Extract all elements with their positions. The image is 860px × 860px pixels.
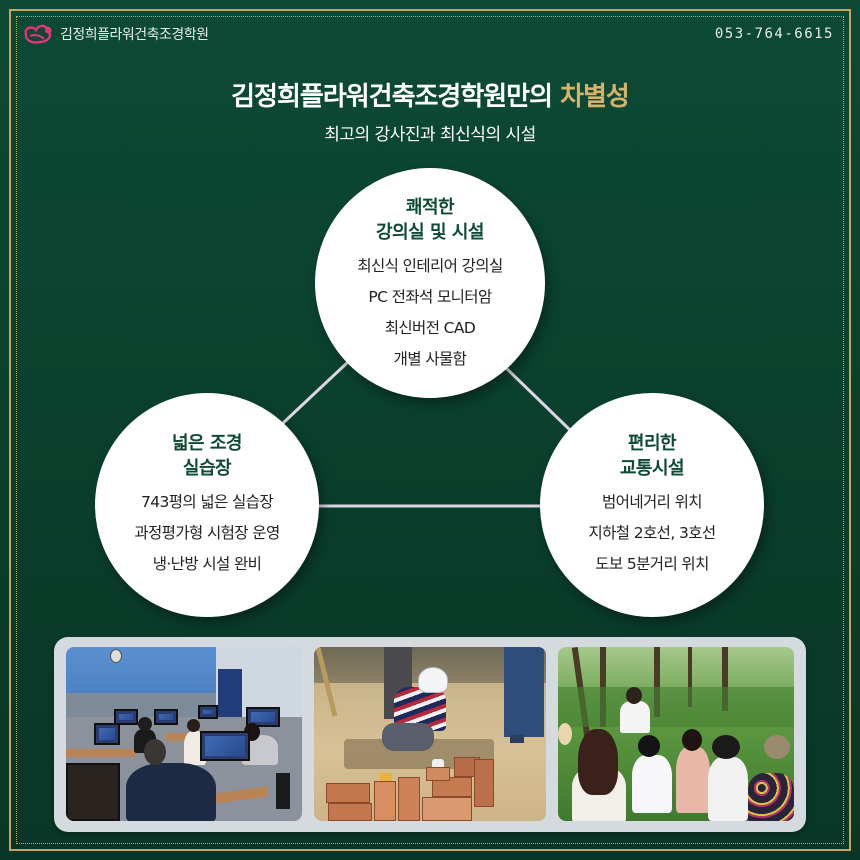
feature-items: 최신식 인테리어 강의실 PC 전좌석 모니터암 최신버전 CAD 개별 사물함 [357,251,503,375]
feature-item: 냉·난방 시설 완비 [152,554,262,573]
feature-circle-transport: 편리한 교통시설 범어네거리 위치 지하철 2호선, 3호선 도보 5분거리 위… [540,393,764,617]
feature-title: 넓은 조경 실습장 [171,431,243,481]
tree-trunk [688,647,692,707]
person-hat [764,735,790,759]
brick [422,797,472,821]
page-subtitle: 최고의 강사진과 최신식의 시설 [324,125,536,145]
clock-icon [110,649,122,663]
photo-classroom[interactable]: computer classroom with students at CAD … [66,647,302,821]
shoe [510,735,524,743]
tree-trunk [722,647,728,711]
photo-door [218,669,242,719]
feature-title-line1: 편리한 [627,432,677,454]
feature-title: 편리한 교통시설 [619,431,685,481]
person-head [626,687,642,704]
feature-item: 과정평가형 시험장 운영 [134,523,280,542]
feature-items: 범어네거리 위치 지하철 2호선, 3호선 도보 5분거리 위치 [588,487,716,580]
feature-item: 도보 5분거리 위치 [595,554,709,573]
brand-name: 김정희플라워건축조경학원 [60,27,209,43]
brick [426,767,450,781]
brand-logo[interactable]: 김정희플라워건축조경학원 [22,22,209,46]
brick [328,803,372,821]
title-main: 김정희플라워건축조경학원만의 [231,82,561,112]
photo-wall-band [66,693,216,717]
undergrowth [558,687,794,727]
monitor-icon [246,707,280,727]
person-head [712,735,740,759]
student-head [138,717,152,731]
feature-item: 743평의 넓은 실습장 [140,492,274,511]
tree-trunk [654,647,660,717]
feature-item: 개별 사물함 [393,350,467,368]
monitor-icon [198,705,218,719]
feature-title: 쾌적한 강의실 및 시설 [376,195,484,245]
feature-item: PC 전좌석 모니터암 [368,288,492,306]
feature-items: 743평의 넓은 실습장 과정평가형 시험장 운영 냉·난방 시설 완비 [134,487,280,580]
desk [66,749,136,757]
monitor-icon [114,709,138,725]
shoe [380,773,392,781]
feature-item: 범어네거리 위치 [602,492,703,511]
monitor-icon [154,709,178,725]
feature-item: 최신식 인테리어 강의실 [357,257,503,275]
phone-number: 053-764-6615 [714,26,834,42]
person [632,755,672,813]
feature-title-line1: 넓은 조경 [171,432,243,454]
person-head [682,729,702,751]
person-head [638,735,660,757]
connector-top-left [280,360,350,426]
feature-circle-classroom: 쾌적한 강의실 및 시설 최신식 인테리어 강의실 PC 전좌석 모니터암 최신… [315,168,545,398]
person-hair [578,729,618,795]
hard-hat-icon [418,667,448,693]
photo-outdoor-field-trip[interactable]: group of students outdoors in forest [558,647,794,821]
photo-gallery: computer classroom with students at CAD … [54,637,806,832]
page-title: 김정희플라워건축조경학원만의 차별성 [0,76,860,113]
feature-item: 최신버전 CAD [384,319,476,337]
person-floral-shirt [748,773,794,821]
brick [474,759,494,807]
student-head [187,719,200,732]
title-accent: 차별성 [560,82,630,112]
brick [432,777,472,797]
connector-top-right [502,364,572,432]
feature-title-line2: 강의실 및 시설 [376,222,484,243]
instructor [620,701,650,733]
foreground-monitor [66,763,120,821]
feature-item: 지하철 2호선, 3호선 [588,523,716,542]
person [708,757,748,821]
feature-circle-practice-field: 넓은 조경 실습장 743평의 넓은 실습장 과정평가형 시험장 운영 냉·난방… [95,393,319,617]
feature-title-line2: 교통시설 [619,457,685,479]
brick [326,783,370,803]
feature-title-line1: 쾌적한 [405,197,455,218]
feature-title-line2: 실습장 [182,457,232,479]
monitor-icon [94,723,120,745]
person [676,747,710,813]
worker-pants [382,723,434,751]
student-head [144,739,166,765]
flower-logo-icon [24,24,52,44]
photo-brick-practice[interactable]: student in hard hat laying bricks on san… [314,647,546,821]
student [126,763,216,821]
brick [398,777,420,821]
person-hat [558,723,572,745]
pc-tower [276,773,290,809]
standing-person-jeans [504,647,544,737]
brick [374,781,396,821]
monitor-icon [200,731,250,761]
